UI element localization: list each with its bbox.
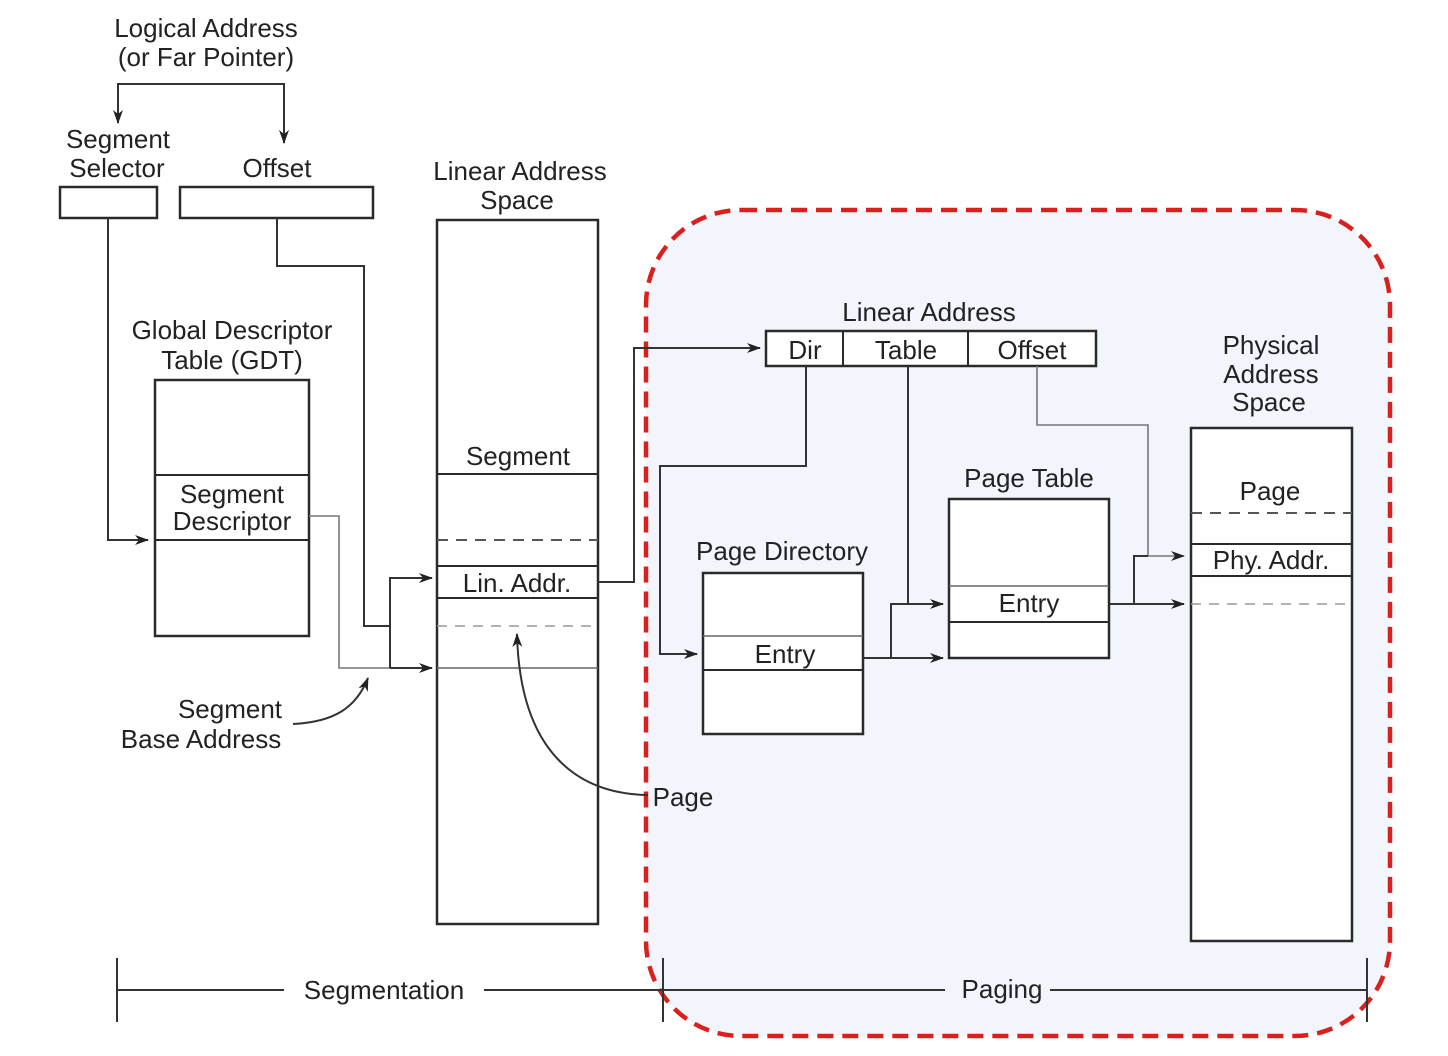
physical-address-space-sublabel-2: Space xyxy=(1232,387,1306,417)
directory-entry-to-page-table-wire xyxy=(863,603,908,659)
linear-address-table-field: Table xyxy=(875,335,937,365)
segment-base-address-label: Segment xyxy=(178,694,283,724)
offset-to-physical-wire xyxy=(1036,366,1185,561)
segment-base-address-callout xyxy=(292,677,369,725)
offset-box xyxy=(178,185,375,220)
gdt-label: Global Descriptor xyxy=(132,315,333,345)
phy-addr-label: Phy. Addr. xyxy=(1213,545,1330,575)
page-bottom-label: Page xyxy=(653,782,714,812)
descriptor-to-base-wire xyxy=(309,515,390,669)
lin-addr-label: Lin. Addr. xyxy=(463,568,571,598)
segment-label: Segment xyxy=(466,441,571,471)
page-table-entry-to-physical-wire xyxy=(1109,555,1148,605)
page-callout-curve xyxy=(512,633,649,796)
segmentation-label: Segmentation xyxy=(304,975,464,1005)
physical-page-label: Page xyxy=(1240,476,1301,506)
page-table-label: Page Table xyxy=(964,463,1094,493)
physical-address-space-sublabel-1: Address xyxy=(1223,359,1318,389)
linear-address-dir-field: Dir xyxy=(788,335,822,365)
segment-selector-sublabel: Selector xyxy=(69,153,165,183)
paging-label: Paging xyxy=(962,974,1043,1004)
selector-to-descriptor-wire xyxy=(107,218,149,545)
logical-address-label: Logical Address xyxy=(114,13,298,43)
segment-selector-label: Segment xyxy=(66,124,171,154)
linear-address-label: Linear Address xyxy=(842,297,1015,327)
linear-address-offset-field: Offset xyxy=(998,335,1068,365)
segment-descriptor-label: Segment xyxy=(180,479,285,509)
page-directory-box xyxy=(701,571,865,736)
linear-address-space-box xyxy=(435,218,600,926)
linear-address-space-label: Linear Address xyxy=(433,156,606,186)
offset-label: Offset xyxy=(243,153,313,183)
page-directory-label: Page Directory xyxy=(696,536,868,566)
page-table-entry-label: Entry xyxy=(999,588,1060,618)
segment-base-address-sublabel: Base Address xyxy=(121,724,281,754)
segment-selector-box xyxy=(58,185,159,220)
offset-to-adder-wire xyxy=(276,218,390,627)
adder-to-lin-addr-wire xyxy=(389,573,433,668)
lin-addr-to-linear-address-wire xyxy=(598,343,761,583)
page-table-box xyxy=(947,497,1111,660)
segment-descriptor-sublabel: Descriptor xyxy=(173,506,292,536)
gdt-sublabel: Table (GDT) xyxy=(161,345,303,375)
gdt-box xyxy=(153,378,311,638)
physical-address-space-label: Physical xyxy=(1223,330,1320,360)
linear-address-box xyxy=(764,329,1098,368)
page-directory-entry-label: Entry xyxy=(755,639,816,669)
linear-address-space-sublabel: Space xyxy=(480,185,554,215)
dir-to-page-directory-wire xyxy=(659,366,807,659)
logical-address-sublabel: (or Far Pointer) xyxy=(118,42,294,72)
